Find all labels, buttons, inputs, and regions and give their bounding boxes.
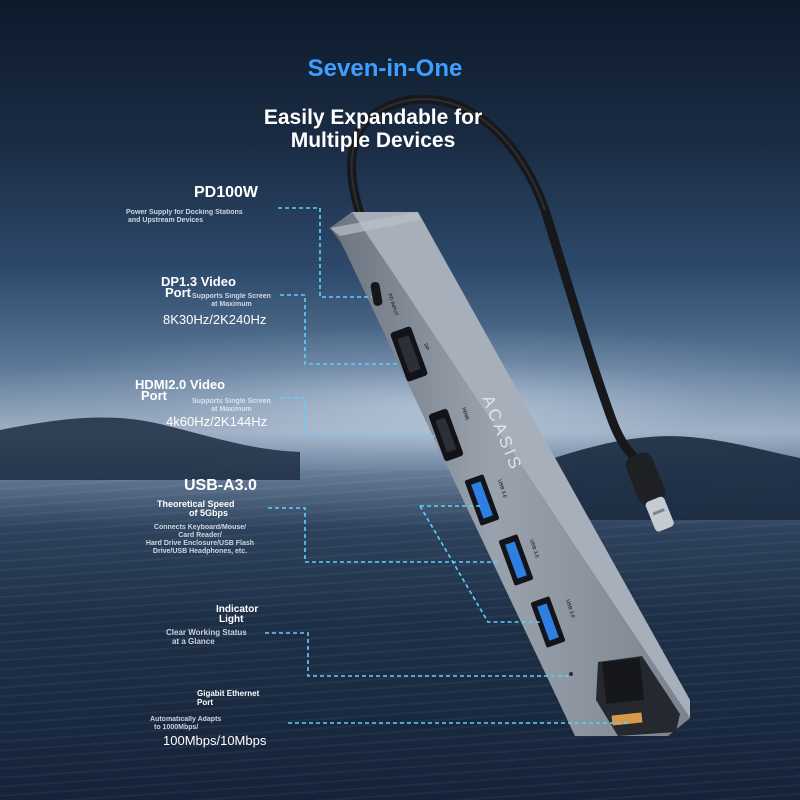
usb-speed: Theoretical Speed of 5Gbps xyxy=(157,500,235,518)
dp-desc-line-2: at Maximum xyxy=(211,301,252,308)
usb-a-port-2 xyxy=(498,534,534,586)
port-label-usb-2: USB 3.0 xyxy=(528,539,540,559)
dp-desc: Supports Single Screen at Maximum xyxy=(192,293,271,309)
usb-c-plug xyxy=(625,452,674,532)
page-title: Seven-in-One xyxy=(307,55,463,82)
indicator-light-dot xyxy=(569,672,573,676)
hdmi-title-line-2: Port xyxy=(141,388,167,403)
usb-c-port xyxy=(370,281,383,306)
indicator-title-line-1: Indicator xyxy=(216,604,259,615)
port-label-usb-1: USB 3.0 xyxy=(496,479,508,499)
usb-desc-line-3: Hard Drive Enclosure/USB Flash xyxy=(145,540,255,547)
port-label-usb-3: USB 3.0 xyxy=(564,599,576,619)
usb-desc-line-2: Card Reader/ xyxy=(178,532,222,539)
hdmi-desc: Supports Single Screen at Maximum xyxy=(192,398,271,414)
indicator-desc-line-2: at a Glance xyxy=(172,637,215,646)
dp-title: DP1.3 Video Port xyxy=(161,274,236,300)
ethernet-desc-line-1: Automatically Adapts xyxy=(150,716,222,723)
ethernet-title-line-1: Gigabit Ethernet xyxy=(197,689,260,698)
callout-line-hdmi xyxy=(280,397,436,437)
usb-desc-line-1: Connects Keyboard/Mouse/ xyxy=(153,524,247,531)
hdmi-title-line-1: HDMI2.0 Video xyxy=(135,377,226,392)
callout-line-pd xyxy=(278,207,372,298)
ethernet-desc-line-2: to 1000Mbps/ xyxy=(154,724,199,731)
hdmi-spec: 4k60Hz/2K144Hz xyxy=(166,414,268,429)
callout-line-indicator xyxy=(265,632,568,677)
ethernet-title: Gigabit Ethernet Port xyxy=(197,689,259,707)
hdmi-desc-line-1: Supports Single Screen xyxy=(192,398,271,405)
usb-desc-line-4: Drive/USB Headphones, etc. xyxy=(152,548,248,555)
callout-line-dp xyxy=(280,294,398,365)
pd-desc-line-2: and Upstream Devices xyxy=(128,217,204,224)
hub-face xyxy=(330,212,690,736)
callout-line-usb xyxy=(268,507,500,563)
usb-title: USB-A3.0 xyxy=(184,477,257,494)
hdmi-desc-line-2: at Maximum xyxy=(211,406,252,413)
subtitle-line-2: Multiple Devices xyxy=(290,129,456,152)
subtitle-line-1: Easily Expandable for xyxy=(263,106,483,129)
dp-title-line-2: Port xyxy=(165,285,191,300)
hdmi-title: HDMI2.0 Video Port xyxy=(135,377,226,403)
usb-a-port-1 xyxy=(464,474,500,526)
port-label-dp: DP xyxy=(422,343,430,352)
usb-speed-line-1: Theoretical Speed xyxy=(157,499,235,509)
dp-spec: 8K30Hz/2K240Hz xyxy=(163,312,267,327)
dp-title-line-1: DP1.3 Video xyxy=(161,274,236,289)
indicator-title-line-2: Light xyxy=(219,614,244,625)
indicator-desc-line-1: Clear Working Status xyxy=(166,628,247,637)
indicator-desc: Clear Working Status at a Glance xyxy=(166,628,247,646)
usb-a-port-3 xyxy=(530,596,566,648)
ethernet-title-line-2: Port xyxy=(197,698,213,707)
ethernet-desc: Automatically Adapts to 1000Mbps/ xyxy=(150,716,221,732)
indicator-title: Indicator Light xyxy=(216,605,258,625)
pd-desc-line-1: Power Supply for Docking Stations xyxy=(126,209,243,216)
ethernet-spec: 100Mbps/10Mbps xyxy=(163,733,267,748)
usb-speed-line-2: of 5Gbps xyxy=(189,508,229,518)
dp-desc-line-1: Supports Single Screen xyxy=(192,293,271,300)
page-subtitle: Easily Expandable for Multiple Devices xyxy=(228,106,518,152)
pd-title: PD100W xyxy=(194,184,259,201)
callout-line-usb-b xyxy=(419,505,540,623)
usb-desc: Connects Keyboard/Mouse/ Card Reader/ Ha… xyxy=(120,524,280,556)
pd-desc: Power Supply for Docking Stations and Up… xyxy=(126,209,243,225)
port-label-hdmi: HDMI xyxy=(460,407,470,422)
